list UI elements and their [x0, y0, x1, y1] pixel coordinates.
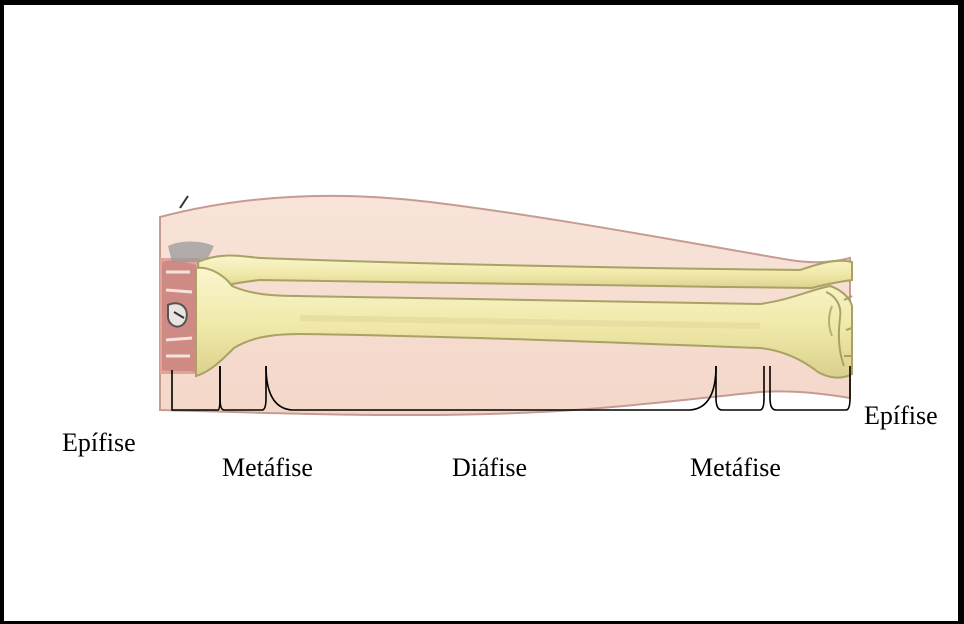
- label-epiphysis-left: Epífise: [62, 430, 136, 456]
- left-joint-tissue: [160, 258, 200, 374]
- pointer-mark: [180, 196, 188, 208]
- label-metaphysis-left: Metáfise: [222, 455, 313, 481]
- label-metaphysis-right: Metáfise: [690, 455, 781, 481]
- label-epiphysis-right: Epífise: [864, 403, 938, 429]
- label-diaphysis: Diáfise: [452, 455, 527, 481]
